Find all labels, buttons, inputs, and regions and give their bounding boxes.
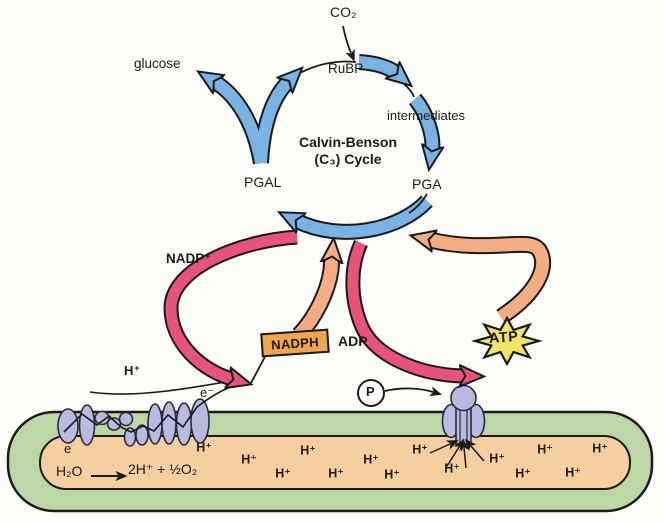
phosphate-arrow: [384, 386, 443, 397]
nadph-connector-line: [250, 352, 268, 384]
adp-atp-loop: [345, 240, 552, 376]
pga-label: PGA: [412, 176, 442, 192]
nadp-label: NADP⁺: [166, 251, 212, 266]
cycle-title-line1: Calvin-Benson: [298, 134, 397, 150]
electron-path-line: [63, 387, 229, 433]
electron-label: e: [64, 441, 72, 456]
nadp-nadph-loop: [163, 229, 332, 379]
glucose-label: glucose: [134, 56, 181, 71]
electron-transport-proteins: [57, 398, 210, 447]
calvin-cycle-arrows: [215, 54, 432, 240]
thylakoid-membrane: [6, 410, 654, 513]
phosphate-circle: [357, 379, 385, 407]
water-products-label: 2H⁺ + ½O₂: [128, 461, 198, 477]
nadph-box: NADPH: [260, 328, 330, 358]
atp-synthase: [441, 384, 486, 445]
water-label: H₂O: [56, 463, 83, 479]
phosphate-label: P: [366, 384, 375, 399]
electron-to-nadp-arrow: [89, 375, 246, 395]
cycle-title-line2: (C₃) Cycle: [314, 151, 382, 167]
adp-label: ADP: [338, 333, 368, 349]
membrane-interior: [39, 435, 631, 490]
pgal-label: PGAL: [244, 174, 282, 190]
cycle-title: Calvin-Benson (C₃) Cycle: [268, 134, 428, 168]
co2-label: CO₂: [330, 4, 357, 20]
nadph-label: NADPH: [270, 333, 320, 353]
rubp-label: RuBP: [328, 61, 364, 76]
electron-minus-label: e⁻: [200, 385, 215, 400]
co2-arrow: [342, 25, 355, 62]
atp-label: ATP: [488, 328, 519, 348]
proton-flow-arrows: [429, 438, 485, 469]
atp-starburst: [470, 315, 544, 367]
intermediates-label: intermediates: [387, 108, 466, 123]
h-plus-outer-label: H⁺: [124, 363, 141, 378]
